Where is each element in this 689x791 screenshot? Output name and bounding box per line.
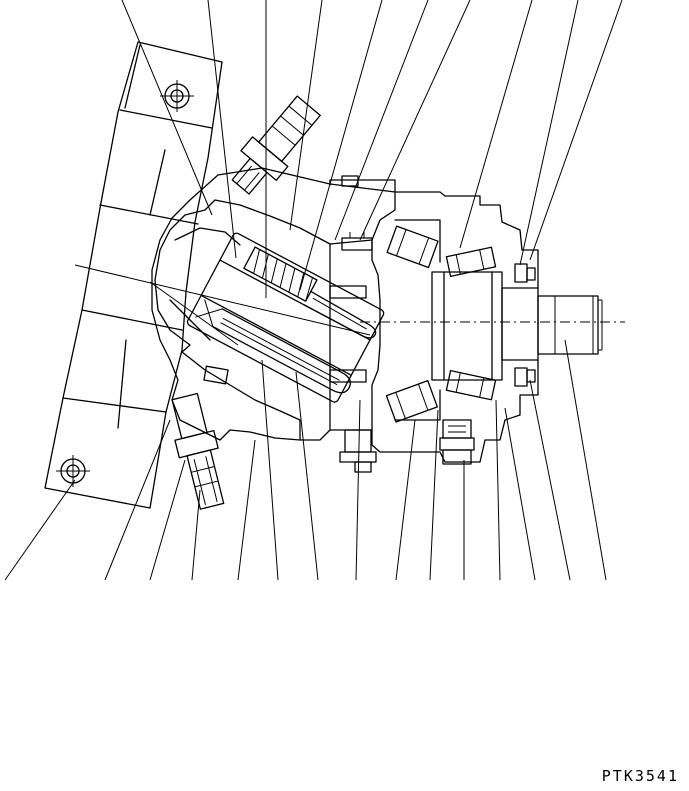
- bearing-upper-left: [386, 225, 439, 269]
- drive-shaft: [431, 271, 603, 381]
- drawing-code: PTK3541: [601, 767, 679, 785]
- bearing-lower-left: [385, 379, 438, 423]
- leader-lines-bottom: [4, 339, 607, 581]
- cylinder-head-block: [151, 167, 396, 441]
- piston-upper: [303, 290, 377, 339]
- cylinder-block-assembly: [186, 232, 385, 403]
- bearing-lower-right: [445, 369, 497, 401]
- leader-lines-left: [74, 264, 371, 346]
- mounting-bolt-hole-top: [160, 80, 194, 112]
- oil-seal-upper: [514, 263, 536, 283]
- upper-plug-fitting: [231, 95, 321, 195]
- oil-seal-lower: [514, 367, 536, 387]
- port-plate-housing: [44, 41, 223, 509]
- return-spring: [243, 246, 318, 302]
- main-housing: [299, 175, 539, 473]
- piston-lower: [212, 308, 352, 394]
- leader-lines-top: [121, 0, 623, 298]
- lower-plug-fitting: [171, 392, 225, 510]
- drain-plug: [439, 419, 475, 465]
